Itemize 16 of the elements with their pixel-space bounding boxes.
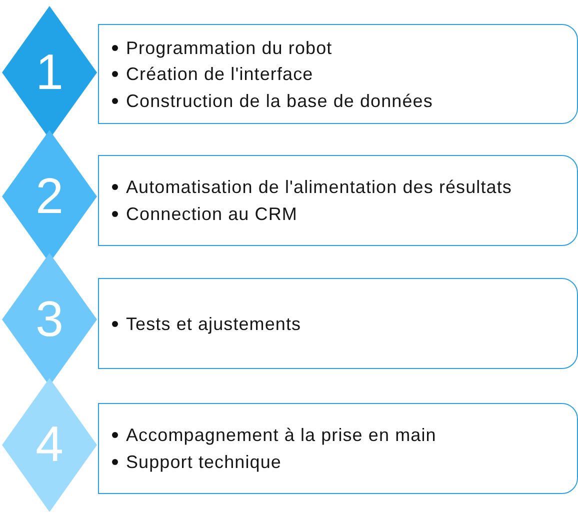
list-item-text: Construction de la base de données <box>126 90 433 112</box>
step-number: 2 <box>36 170 64 220</box>
step-number: 4 <box>36 419 64 469</box>
step-number: 1 <box>36 46 64 96</box>
content-box <box>98 24 578 124</box>
list-item-text: Programmation du robot <box>126 36 332 58</box>
content-box <box>98 403 578 494</box>
list-item-text: Tests et ajustements <box>126 312 302 334</box>
list-item-text: Automatisation de l'alimentation des résultats <box>126 176 512 198</box>
list-item-text: Support technique <box>126 450 282 473</box>
list-item-text: Accompagnement à la prise en main <box>126 424 436 446</box>
content-box <box>98 278 578 369</box>
list-item-text: Connection au CRM <box>126 202 298 225</box>
step-number: 3 <box>36 294 64 344</box>
content-box <box>98 155 578 246</box>
list-item-text: Création de l'interface <box>126 63 314 85</box>
